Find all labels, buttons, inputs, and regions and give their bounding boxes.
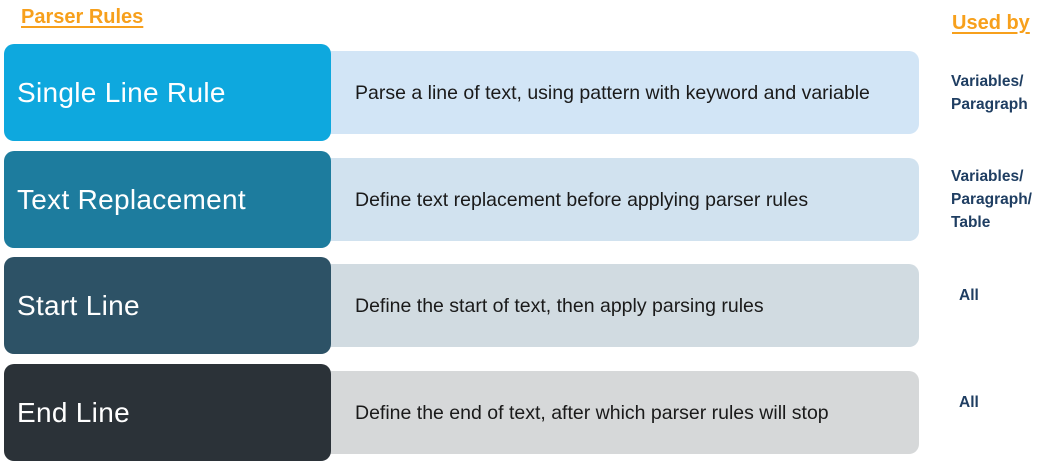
rule-description-box: Define text replacement before applying … — [322, 158, 919, 241]
rule-name-box: Single Line Rule — [4, 44, 331, 141]
used-by-value: All — [959, 287, 979, 304]
used-by-value: Variables/ Paragraph/ Table — [951, 168, 1032, 231]
rule-description-box: Define the end of text, after which pars… — [322, 371, 919, 454]
rule-row-end-line: End Line Define the end of text, after w… — [0, 364, 1058, 461]
rule-row-start-line: Start Line Define the start of text, the… — [0, 257, 1058, 357]
used-by-value: Variables/ Paragraph — [951, 73, 1028, 113]
rule-name-box: Start Line — [4, 257, 331, 354]
rule-row-text-replacement: Text Replacement Define text replacement… — [0, 151, 1058, 251]
rule-description-box: Parse a line of text, using pattern with… — [322, 51, 919, 134]
used-by-heading: Used by — [952, 12, 1030, 34]
rule-row-single-line: Single Line Rule Parse a line of text, u… — [0, 44, 1058, 144]
parser-rules-heading: Parser Rules — [21, 6, 144, 28]
used-by-value: All — [959, 394, 979, 411]
rule-name-box: End Line — [4, 364, 331, 461]
rule-name-box: Text Replacement — [4, 151, 331, 248]
rule-description-box: Define the start of text, then apply par… — [322, 264, 919, 347]
